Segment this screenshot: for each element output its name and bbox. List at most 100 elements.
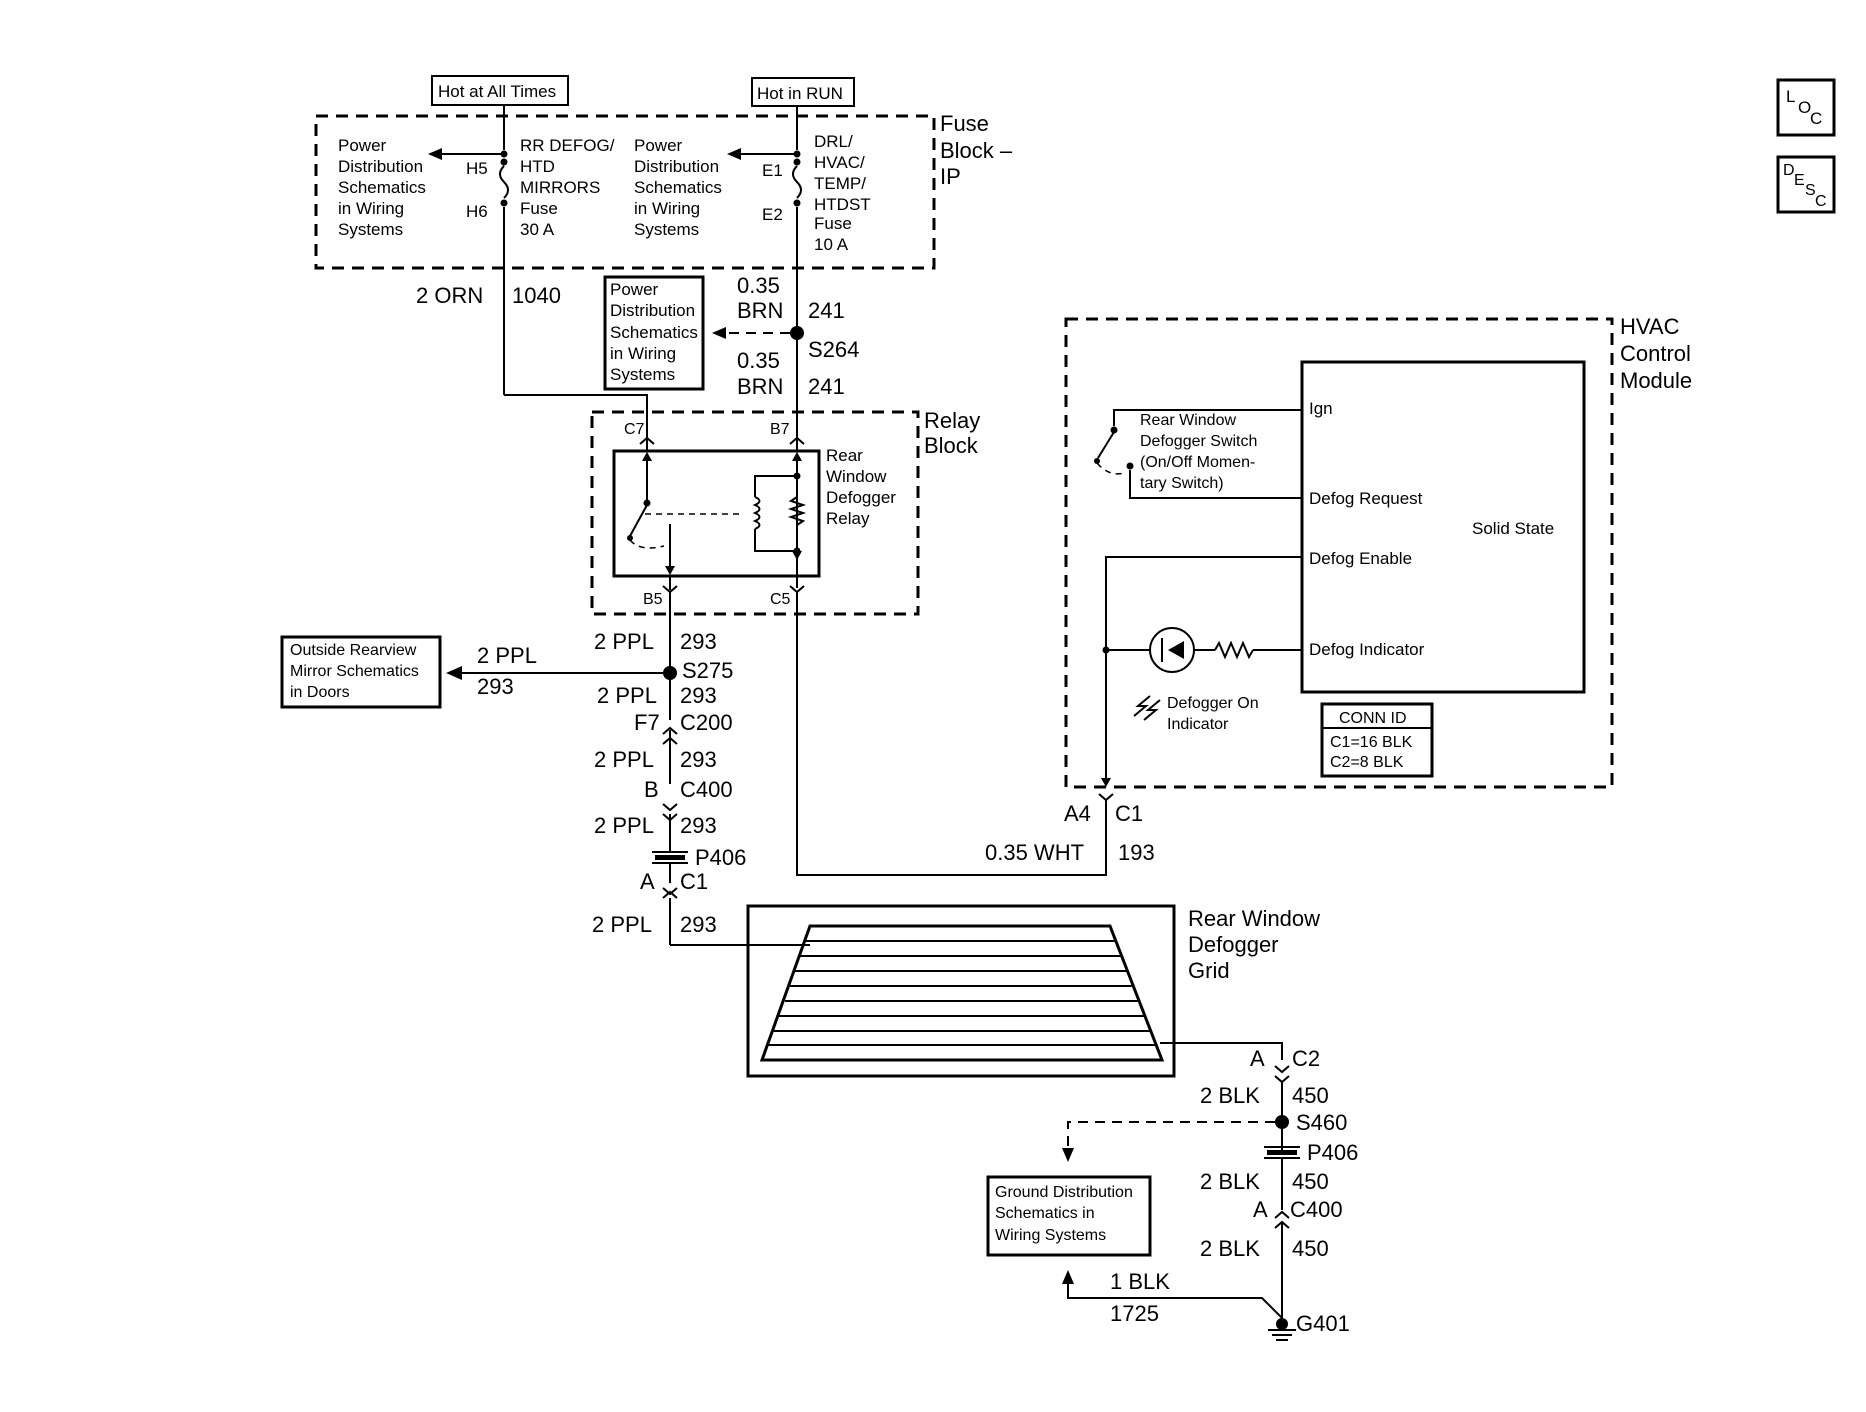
ground-distribution-ref-box[interactable]: Ground Distribution Schematics in Wiring… <box>986 1175 1152 1257</box>
svg-text:in Wiring: in Wiring <box>610 344 676 363</box>
svg-text:Fuse: Fuse <box>520 199 558 218</box>
splice-s264-label: S264 <box>808 337 859 362</box>
pin-h5: H5 <box>466 159 488 178</box>
wire-293-r3-gauge: 2 PPL <box>594 747 654 772</box>
outside-mirror-ref-box[interactable]: Outside Rearview Mirror Schematics in Do… <box>280 635 442 709</box>
relay-block-title: Relay Block <box>924 408 980 458</box>
splice-s275-label: S275 <box>682 658 733 683</box>
svg-text:C1=16 BLK: C1=16 BLK <box>1330 734 1413 751</box>
ground-branch-gauge: 1 BLK <box>1110 1269 1170 1294</box>
svg-text:TEMP/: TEMP/ <box>814 174 866 193</box>
p406-connector-icon <box>652 851 688 864</box>
svg-text:Outside Rearview: Outside Rearview <box>290 642 417 659</box>
pin-b5: B5 <box>643 591 663 608</box>
wire-293-r2-gauge: 2 PPL <box>597 683 657 708</box>
ground-r3-circuit: 450 <box>1292 1236 1329 1261</box>
svg-text:in Wiring: in Wiring <box>634 199 700 218</box>
fuse-block-title: Fuse Block – IP <box>940 111 1013 189</box>
grid-c2-label: C2 <box>1292 1046 1320 1071</box>
power-distribution-ref-box[interactable]: Power Distribution Schematics in Wiring … <box>603 275 705 391</box>
wire-241-lower-color: BRN <box>737 374 783 399</box>
svg-text:Systems: Systems <box>634 220 699 239</box>
ground-r2-gauge: 2 BLK <box>1200 1169 1260 1194</box>
fuse-2-symbol <box>792 165 802 199</box>
solid-state-label: Solid State <box>1472 519 1554 538</box>
g401-label: G401 <box>1296 1311 1350 1336</box>
c400-label: C400 <box>680 777 733 802</box>
wire-293-branch-gauge: 2 PPL <box>477 643 537 668</box>
defogger-grid-label: Rear Window Defogger Grid <box>1188 906 1320 983</box>
c200-label: C200 <box>680 710 733 735</box>
wire-293-r3-circuit: 293 <box>680 747 717 772</box>
p406-ground-label: P406 <box>1307 1140 1358 1165</box>
svg-text:HVAC/: HVAC/ <box>814 153 865 172</box>
svg-text:Fuse: Fuse <box>814 214 852 233</box>
pin-c7: C7 <box>624 421 645 438</box>
fuse-mid-power-ref[interactable]: Power Distribution Schematics in Wiring … <box>634 136 722 239</box>
svg-text:D: D <box>1783 162 1795 179</box>
relay-block-outline <box>590 410 920 616</box>
svg-text:Block: Block <box>924 433 979 458</box>
svg-text:Defogger: Defogger <box>826 488 896 507</box>
wire-241-upper-color: BRN <box>737 298 783 323</box>
wire-293-r2-circuit: 293 <box>680 683 717 708</box>
svg-text:Rear Window: Rear Window <box>1140 412 1236 429</box>
c200-pin: F7 <box>634 710 660 735</box>
wire-241-upper-size: 0.35 <box>737 273 780 298</box>
light-rays-icon <box>1133 695 1161 721</box>
defogger-indicator-label: Defogger On Indicator <box>1167 695 1259 733</box>
svg-text:Distribution: Distribution <box>634 157 719 176</box>
svg-text:HTDST: HTDST <box>814 195 871 214</box>
svg-text:Distribution: Distribution <box>610 301 695 320</box>
hvac-c1-pin: A4 <box>1064 801 1091 826</box>
wire-293-r1-circuit: 293 <box>680 629 717 654</box>
c1-label: C1 <box>680 869 708 894</box>
svg-text:Schematics: Schematics <box>610 323 698 342</box>
defogger-grid <box>746 904 1176 1078</box>
wire-293-r5-gauge: 2 PPL <box>592 912 652 937</box>
svg-text:Power: Power <box>338 136 387 155</box>
fuse-block-outline <box>314 114 936 270</box>
relay-label: Rear Window Defogger Relay <box>826 446 896 528</box>
loc-button[interactable]: L O C <box>1776 78 1836 137</box>
splice-s460-label: S460 <box>1296 1110 1347 1135</box>
svg-text:Systems: Systems <box>338 220 403 239</box>
svg-text:S: S <box>1805 182 1816 199</box>
svg-text:Schematics: Schematics <box>634 178 722 197</box>
ground-c400-pin: A <box>1253 1197 1268 1222</box>
svg-text:Grid: Grid <box>1188 958 1230 983</box>
c1-pin: A <box>640 869 655 894</box>
fuse-left-power-ref[interactable]: Power Distribution Schematics in Wiring … <box>338 136 426 239</box>
svg-text:HVAC: HVAC <box>1620 314 1680 339</box>
splice-s275 <box>663 666 677 680</box>
wire-241-upper-circuit: 241 <box>808 298 845 323</box>
svg-text:Rear: Rear <box>826 446 863 465</box>
svg-text:MIRRORS: MIRRORS <box>520 178 600 197</box>
svg-text:Indicator: Indicator <box>1167 716 1229 733</box>
hot-at-all-times-text: Hot at All Times <box>438 82 556 101</box>
arrow-left-icon <box>446 666 462 680</box>
svg-text:CONN ID: CONN ID <box>1339 710 1407 727</box>
svg-text:O: O <box>1798 98 1811 117</box>
svg-text:Block –: Block – <box>940 138 1013 163</box>
wire-293-r4-circuit: 293 <box>680 813 717 838</box>
svg-text:Wiring Systems: Wiring Systems <box>995 1227 1106 1244</box>
ground-r2-circuit: 450 <box>1292 1169 1329 1194</box>
wire-1040-circuit: 1040 <box>512 283 561 308</box>
svg-text:RR DEFOG/: RR DEFOG/ <box>520 136 615 155</box>
wire-1040-gauge: 2 ORN <box>416 283 483 308</box>
svg-text:L: L <box>1786 87 1795 106</box>
desc-button[interactable]: D E S C <box>1776 155 1836 214</box>
fuse-2-label: DRL/ HVAC/ TEMP/ HTDST Fuse 10 A <box>814 132 871 254</box>
svg-text:(On/Off Momen-: (On/Off Momen- <box>1140 454 1255 471</box>
svg-text:C: C <box>1815 193 1827 210</box>
svg-text:Rear Window: Rear Window <box>1188 906 1320 931</box>
wire-241-lower-size: 0.35 <box>737 348 780 373</box>
svg-text:Window: Window <box>826 467 887 486</box>
ground-r1-gauge: 2 BLK <box>1200 1083 1260 1108</box>
wire-193-gauge: 0.35 WHT <box>985 840 1084 865</box>
hvac-module-outline <box>1064 317 1614 789</box>
svg-text:Relay: Relay <box>826 509 870 528</box>
pin-h6: H6 <box>466 202 488 221</box>
pin-b7: B7 <box>770 421 790 438</box>
